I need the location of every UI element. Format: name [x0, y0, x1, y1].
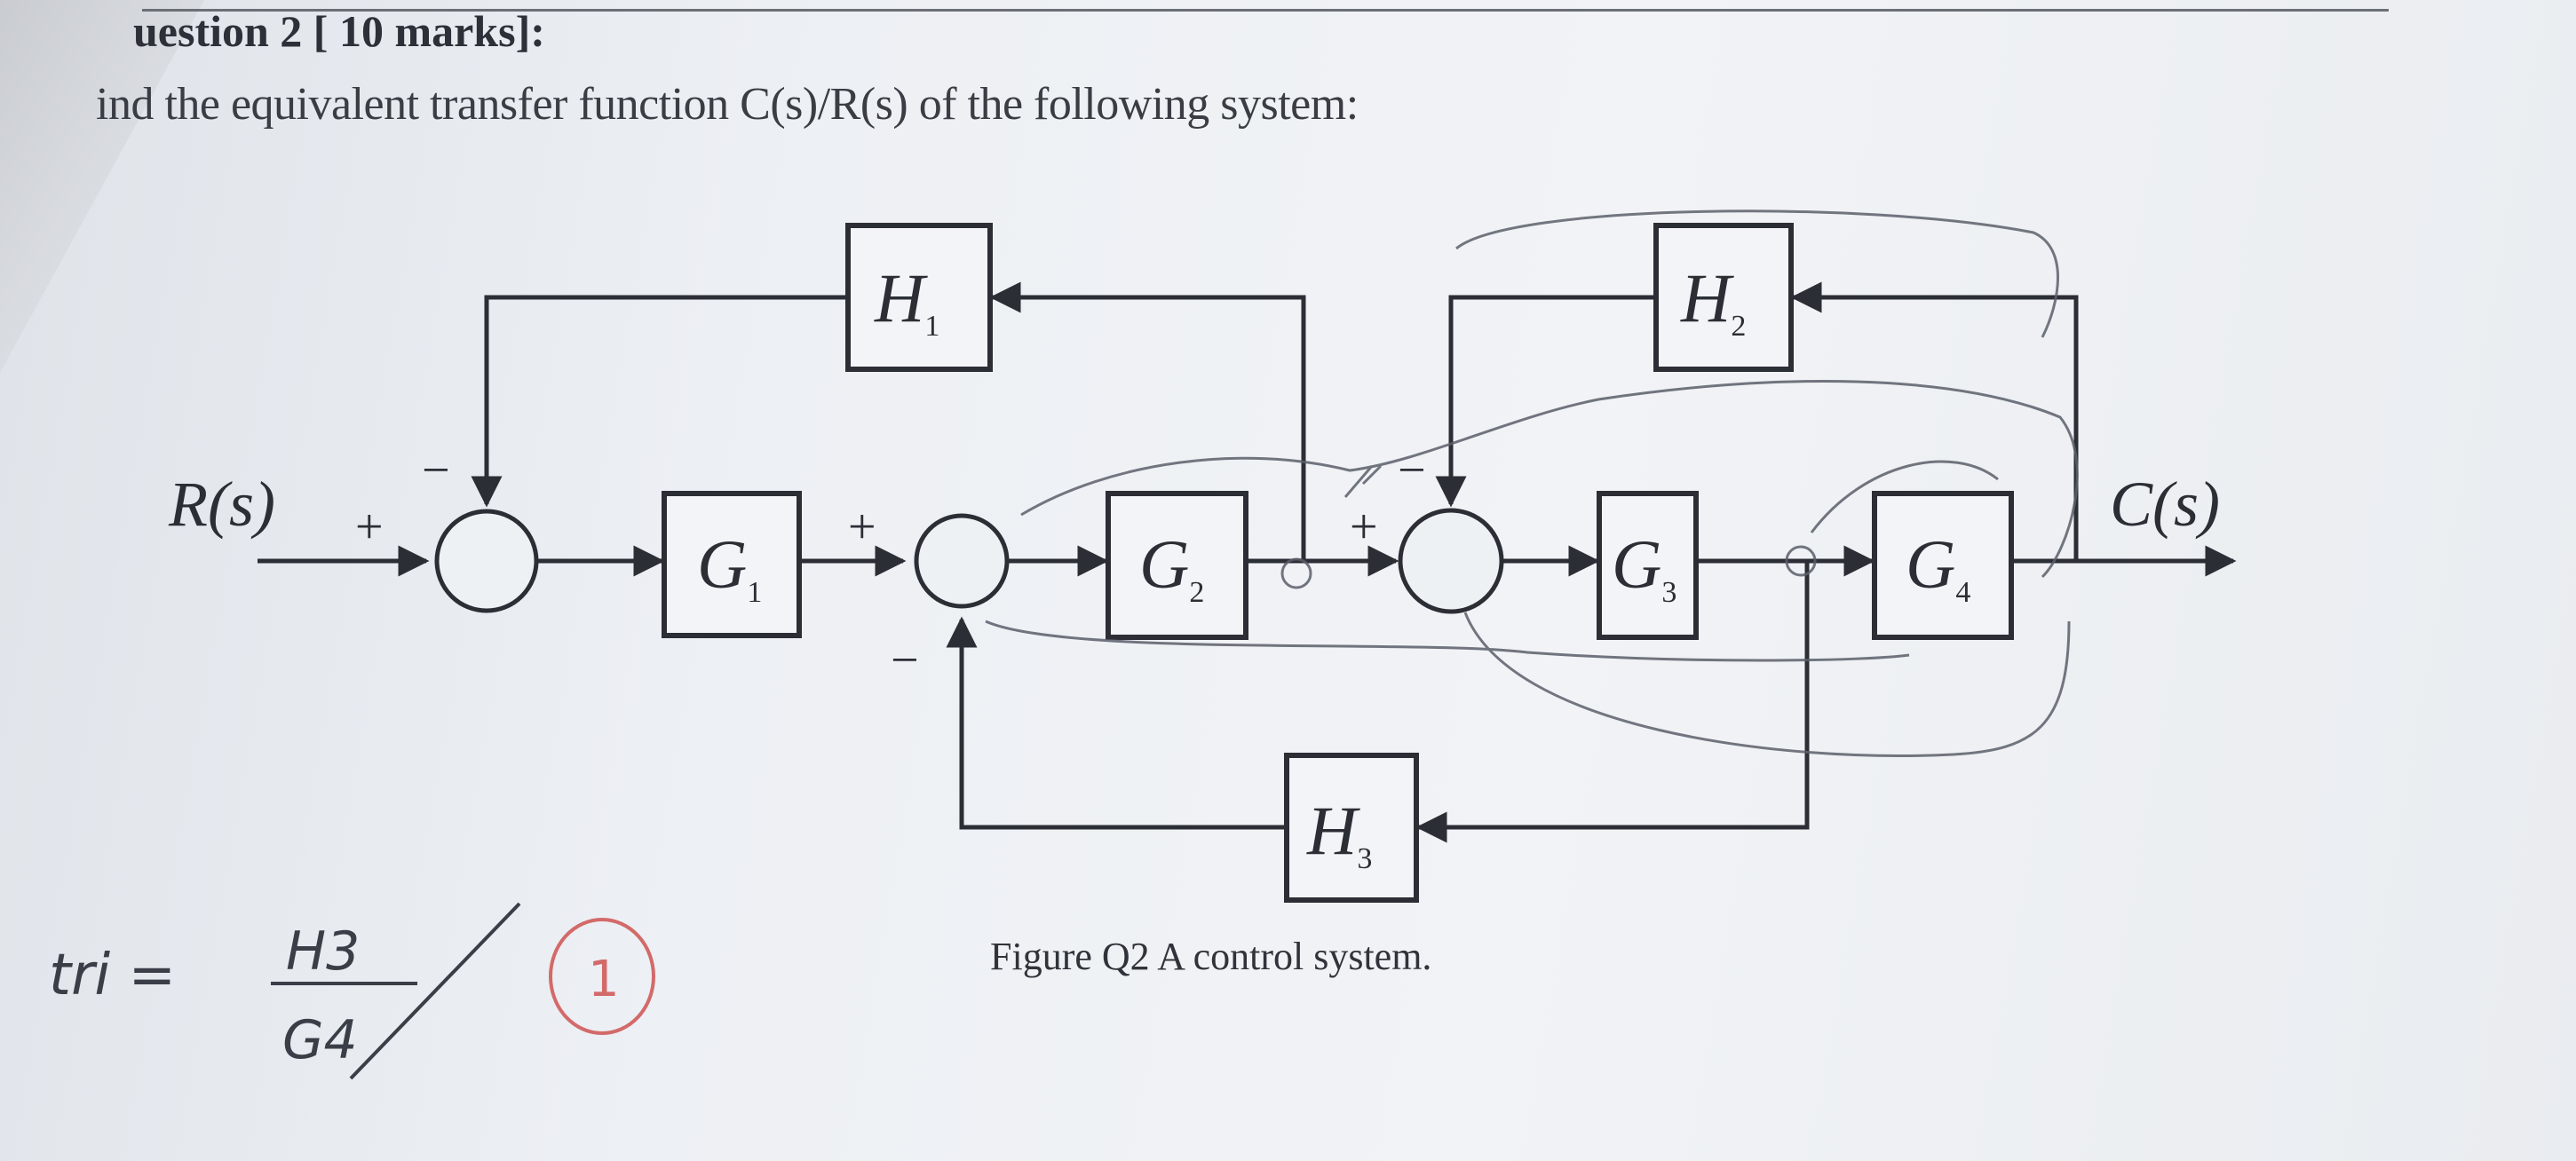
block-h3: [1284, 753, 1419, 903]
block-h2: [1653, 223, 1794, 372]
handwritten-note: tri =: [49, 943, 176, 1008]
sign-s1-input: +: [355, 500, 384, 555]
sign-s2-feedback: −: [891, 633, 919, 688]
g3-label: G3: [1612, 525, 1676, 609]
line-h3-to-s2: [946, 616, 1284, 830]
line-to-h1: [989, 281, 1306, 561]
line-to-h3: [1415, 561, 1810, 843]
h3-label: H3: [1306, 792, 1372, 875]
question-instruction: ind the equivalent transfer function C(s…: [96, 79, 1359, 130]
input-label-rs: R(s): [168, 469, 275, 540]
handwritten-denominator: G4: [282, 1009, 358, 1071]
pen-loop-lower: [985, 620, 1910, 662]
pen-loop-middle: [1020, 380, 2079, 579]
pen-tick: [1343, 464, 1383, 498]
pen-pickoff-g2: [1280, 557, 1312, 589]
handwritten-mark: 1: [549, 918, 655, 1035]
block-g1: [662, 491, 802, 638]
sign-s3-feedback: −: [1398, 443, 1426, 498]
block-h1: [845, 223, 993, 372]
summing-junction-1: [434, 509, 539, 613]
handwritten-numerator: H3: [286, 920, 360, 983]
signal-lines: [258, 281, 2237, 843]
pen-annotations: [985, 209, 2079, 757]
summing-junction-2: [914, 513, 1010, 609]
top-rule: [142, 9, 2389, 12]
summing-junction-3: [1398, 508, 1504, 614]
handwritten-text: tri = H3 G4: [49, 920, 360, 1071]
block-g4: [1872, 491, 2014, 640]
sign-s1-feedback: −: [422, 443, 450, 498]
handwritten-calculation: [271, 902, 521, 1080]
g1-label: G1: [697, 525, 762, 609]
sign-s3-input: +: [1350, 500, 1378, 555]
slash-mark: [349, 902, 521, 1080]
block-g2: [1106, 491, 1248, 640]
block-g3: [1597, 491, 1699, 640]
g4-label: G4: [1906, 525, 1970, 609]
output-label-cs: C(s): [2110, 469, 2220, 540]
sign-s2-input: +: [848, 500, 876, 555]
pen-pickoff-g3: [1785, 545, 1817, 577]
figure-caption: Figure Q2 A control system.: [990, 935, 1432, 978]
pen-arc-g4: [1810, 460, 1999, 533]
line-h2-to-s3: [1435, 295, 1653, 508]
mark-score: 1: [588, 951, 620, 1008]
question-title: uestion 2 [ 10 marks]:: [133, 6, 545, 56]
h1-label: H1: [874, 259, 939, 343]
line-h1-to-s1: [471, 295, 845, 508]
h2-label: H2: [1680, 259, 1746, 343]
pen-loop-outer: [1463, 612, 2071, 757]
pen-loop-top: [1455, 209, 2059, 338]
g2-label: G2: [1139, 525, 1204, 609]
